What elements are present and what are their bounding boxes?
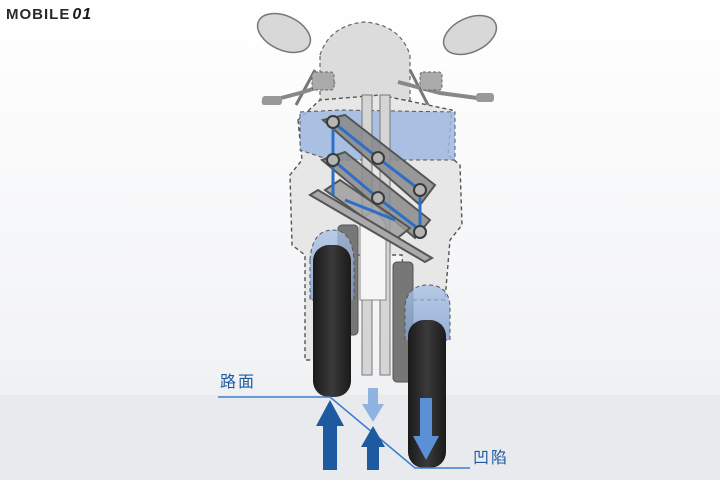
right-mirror [408,14,498,106]
arrow-up-large [316,400,344,470]
left-mirror [256,12,317,106]
ground-band [0,395,720,480]
brand-suffix: 01 [72,6,93,23]
windshield [319,21,411,101]
arrow-down-light [362,388,384,422]
brand-name: MOBILE [6,6,71,23]
road-surface-label: 路面 [220,372,257,391]
right-tire [408,320,446,468]
linkage-highlight [331,120,422,235]
dip-label: 凹陷 [473,448,510,467]
arrow-up-small [361,426,385,470]
pivot-points [326,115,427,239]
arrow-down-dark [413,398,439,460]
left-tire [313,245,351,397]
handlebar-left [261,71,336,105]
handlebar-right [397,71,494,102]
